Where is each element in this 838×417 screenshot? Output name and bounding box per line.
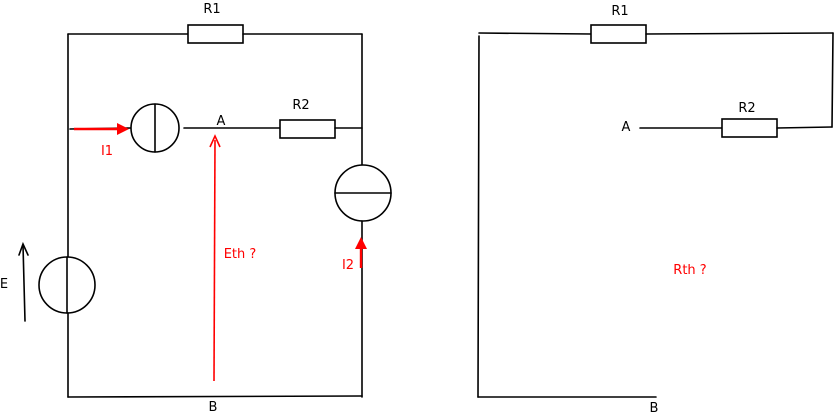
right-left-wire	[477, 35, 480, 398]
e-label: E	[0, 277, 8, 292]
left-resistor-r1	[187, 24, 244, 44]
right-side-wire	[831, 32, 834, 128]
right-r1-label: R1	[611, 4, 628, 19]
left-resistor-r2	[279, 119, 336, 139]
right-node-a-label: A	[622, 120, 631, 135]
rth-label: Rth ?	[673, 263, 706, 278]
right-r2-label: R2	[738, 101, 755, 116]
eth-arrow-shaft	[213, 139, 216, 382]
right-r2-wire-right	[776, 126, 833, 129]
right-resistor-r1	[590, 24, 647, 44]
left-node-b-label: B	[209, 400, 218, 415]
right-top-wire-left	[478, 32, 592, 35]
right-resistor-r2	[721, 118, 778, 138]
i2-label: I2	[342, 258, 354, 273]
left-circuit: R1 E I1 A R2 I2 B	[0, 2, 392, 415]
right-circuit: R1 R2 A B Rth ?	[477, 4, 834, 416]
i2-arrow-head	[355, 237, 367, 249]
left-bottom-wire	[67, 395, 363, 398]
left-r1-label: R1	[203, 2, 220, 17]
left-node-a-label: A	[217, 114, 226, 129]
e-arrow-head	[18, 241, 29, 256]
i1-label: I1	[101, 144, 113, 159]
e-arrow-shaft	[22, 244, 26, 322]
left-r2-label: R2	[292, 98, 309, 113]
right-top-wire-right	[645, 32, 834, 35]
i1-arrow-head	[117, 123, 129, 135]
eth-label: Eth ?	[224, 247, 257, 262]
eth-arrow-head	[209, 134, 221, 148]
right-node-b-label: B	[650, 401, 659, 416]
